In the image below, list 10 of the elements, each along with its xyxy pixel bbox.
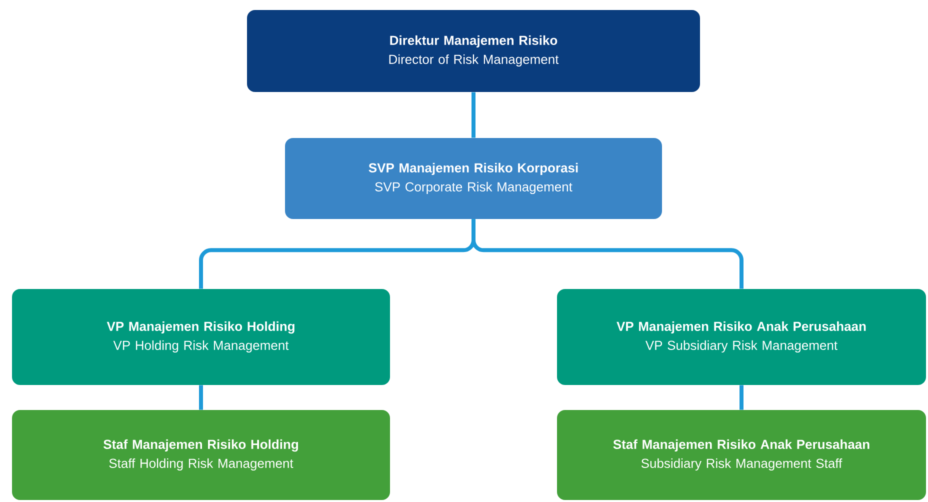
connector-line (740, 385, 744, 410)
staff-box: Staf Manajemen Risiko Holding Staff Holding Risk Management (12, 410, 390, 500)
svp-box: SVP Manajemen Risiko Korporasi SVP Corporate Risk Management (285, 138, 662, 219)
connector-line (472, 219, 744, 289)
connector-line (472, 92, 476, 138)
staff-box: Staf Manajemen Risiko Anak Perusahaan Subsidiary Risk Management Staff (557, 410, 926, 500)
director-box: Direktur Manajemen Risiko Director of Risk Management (247, 10, 700, 92)
connector-line (199, 385, 203, 410)
vp-box: VP Manajemen Risiko Holding VP Holding Risk Management (12, 288, 390, 385)
vp-box: VP Manajemen Risiko Anak Perusahaan VP Subsidiary Risk Management (557, 288, 926, 385)
